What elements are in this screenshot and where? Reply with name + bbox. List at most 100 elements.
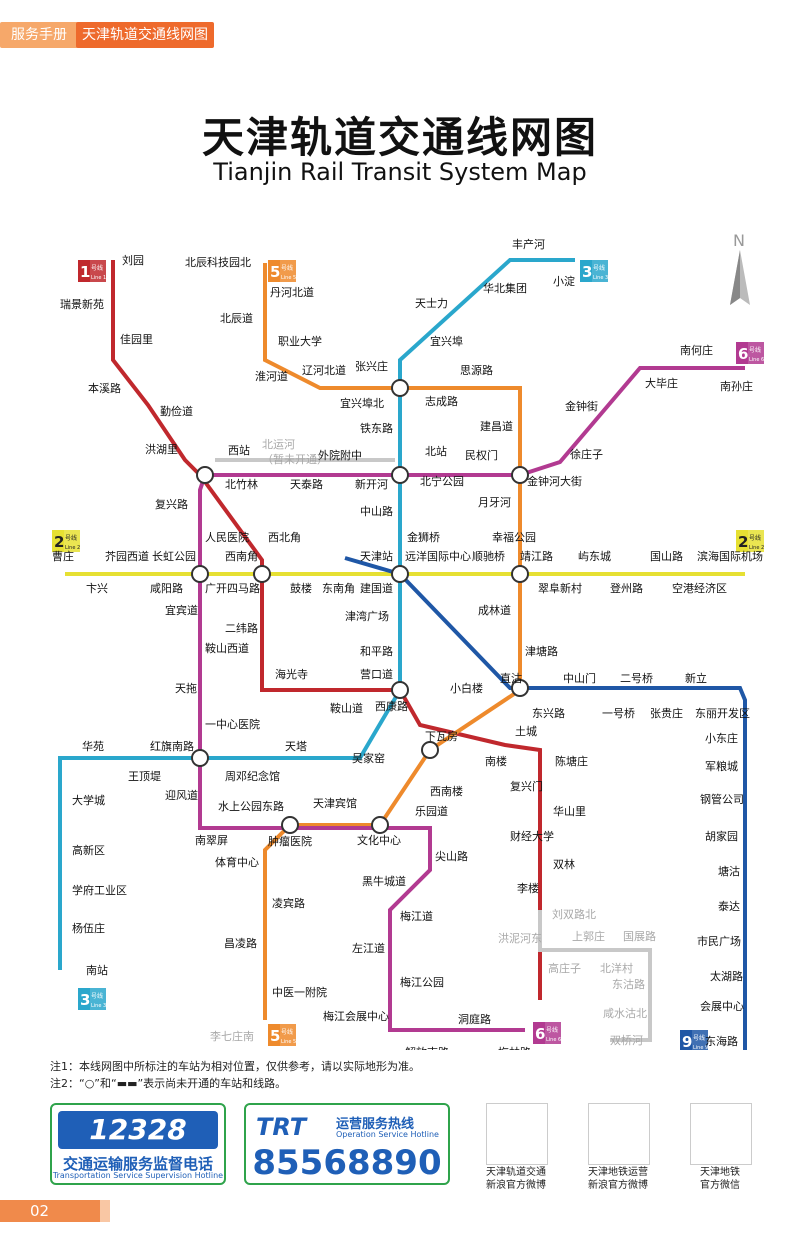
station-label-donglikaifaqu: 东丽开发区 [695,706,750,720]
station-label-meijiangdao: 梅江道 [400,909,433,923]
station-label-jianshandao: 尖山路 [435,850,468,863]
qr-code-icon [486,1103,548,1165]
station-label-zhiyuanlu: 思源路 [460,363,493,377]
station-label-shuangqiaohe: 双桥河 [610,1034,643,1047]
line-badge-en: Line 2 [65,545,80,551]
map-title-en: Tianjin Rail Transit System Map [213,158,587,186]
line-badge-label: 号线 [749,346,761,354]
trt-hotline-en: Operation Service Hotline [336,1130,439,1139]
station-label-tiyuzhongxin: 体育中心 [215,855,259,869]
note-1: 注1：本线网图中所标注的车站为相对位置，仅供参考，请以实际地形为准。 [50,1060,420,1073]
station-label-nanhezhuang: 南何庄 [680,343,713,357]
qr-code-icon [690,1103,752,1165]
station-label-xinanjiao: 西南角 [225,550,258,563]
station-label-jiayuanli: 佳园里 [120,332,153,346]
station-label-fuxinglu: 复兴路 [155,497,188,511]
station-label-xikanglu: 西康路 [375,699,408,713]
station-label-gangguangongsi: 钢管公司 [700,792,744,806]
station-label-guozhanlu: 国展路 [623,930,656,943]
qr-code-icon [588,1103,650,1165]
hotline-12328-card: 12328 交通运输服务监督电话 Transportation Service … [50,1103,226,1185]
station-label-tianjinzhan: 天津站 [360,549,393,563]
line-badge-label: 号线 [546,1026,558,1034]
station-label-daxuecheng: 大学城 [72,793,105,807]
line-badge-label: 号线 [91,992,103,1000]
station-label-caozhuang: 曹庄 [52,549,74,563]
station-label-xijinglu: 西南楼 [430,784,463,798]
line-badge-number: 3 [80,991,90,1009]
station-label-jintanglu: 津塘路 [525,644,558,658]
station-label-tianta2: 天拖 [175,681,197,695]
line-badge-number: 6 [738,345,748,363]
transfer-stations [191,379,529,834]
station-label-beichenkeji: 北辰科技园北 [185,255,251,269]
station-label-beiyunhe_note: （暂未开通） [262,453,328,466]
line-badge-en: Line 3 [593,275,608,281]
station-label-benxilu: 本溪路 [88,381,121,395]
line-badge-en: Line 1 [91,275,106,281]
line-9-path [344,556,747,1050]
station-label-xiaobailou: 小白楼 [450,681,483,695]
line-badge-number: 5 [270,263,280,281]
station-label-dengzhoulu: 登州路 [610,581,643,595]
station-label-shuangqiaobei: 刘双路北 [552,908,596,921]
station-label-xizhan: 西站 [228,443,250,457]
station-label-yingfengdao: 迎风道 [165,788,198,802]
station-label-shangguozhuang: 上郭庄 [572,929,605,943]
station-label-nanlou: 南楼 [485,754,507,768]
station-label-jinzhongjie: 金钟街 [565,399,598,413]
station-label-zhichenglu: 志成路 [425,395,458,408]
line-badge-en: Line 3 [91,1003,106,1009]
station-label-changlingdao: 昌凌路 [224,936,257,950]
station-label-yueyahe: 月牙河 [478,496,511,509]
station-label-danhebeidao: 丹河北道 [270,285,314,299]
station-label-waixingfuzhong: 外院附中 [318,448,362,462]
station-label-liuyuan: 刘园 [122,254,144,267]
station-label-minquanmen: 民权门 [465,448,498,462]
line-badge-en: Line 6 [546,1037,561,1043]
station-label-nansunzhuang: 南孙庄 [720,379,753,393]
station-label-junliangcheng: 军粮城 [705,759,738,773]
station-label-hepinglu: 和平路 [360,645,393,658]
station-label-yangwuzhuang: 杨伍庄 [72,921,105,935]
station-label-xinkaihe: 新开河 [355,477,388,491]
station-label-yibindao: 宜宾道 [165,603,198,617]
qr-caption-3: 天津地铁官方微信 [700,1167,740,1191]
station-label-yudongcheng: 屿东城 [578,550,611,563]
station-label-taihulu: 太湖路 [710,970,743,983]
station-label-jianchangdao: 建昌道 [480,419,513,433]
station-label-shuanglin: 双林 [553,857,575,871]
line-badge-label: 号线 [281,1028,293,1036]
trt-hotline-cn: 运营服务热线 [336,1117,415,1132]
station-label-liqizhuangnan: 李七庄南 [210,1029,254,1043]
line-badge-en: Line 2 [749,545,764,551]
station-label-xianshuiguobei: 咸水沽北 [603,1007,647,1020]
station-label-dongguluo: 东沽路 [612,978,645,991]
station-label-gulou: 鼓楼 [290,581,312,595]
station-label-yixingbu: 宜兴埠 [430,334,463,348]
line-badge-number: 2 [54,533,64,551]
station-label-xingfugongyuan: 幸福公园 [492,530,536,544]
station-label-leyuandao: 乐园道 [415,804,448,818]
hotline-12328-cn: 交通运输服务监督电话 [62,1155,213,1173]
station-label-zhiyedaxue: 职业大学 [278,334,322,348]
station-label-yixingbubei: 宜兴埠北 [340,396,384,410]
line-badge-label: 号线 [281,264,293,272]
station-label-honghuli: 洪湖里 [145,442,178,456]
line-badge-label: 号线 [693,1034,705,1042]
station-label-wujiayao: 吴家窑 [352,751,385,765]
station-label-dabizhuang: 大毕庄 [645,376,678,390]
station-label-dongtinglu: 洞庭路 [458,1012,491,1026]
line-badge-number: 9 [682,1033,692,1050]
station-label-huayuan: 华苑 [82,739,104,753]
station-label-tanggu: 塘沽 [718,864,740,878]
station-label-lingbinlu: 凌宾路 [272,896,305,910]
station-label-binhaijichang: 滨海国际机场 [697,549,763,563]
line-3-path [58,258,575,970]
map-notes: 注1：本线网图中所标注的车站为相对位置，仅供参考，请以实际地形为准。 注2：“○… [50,1058,420,1092]
station-label-wenhuazhongxin: 文化中心 [357,833,401,847]
station-label-tiedonglu: 铁东路 [360,422,393,435]
